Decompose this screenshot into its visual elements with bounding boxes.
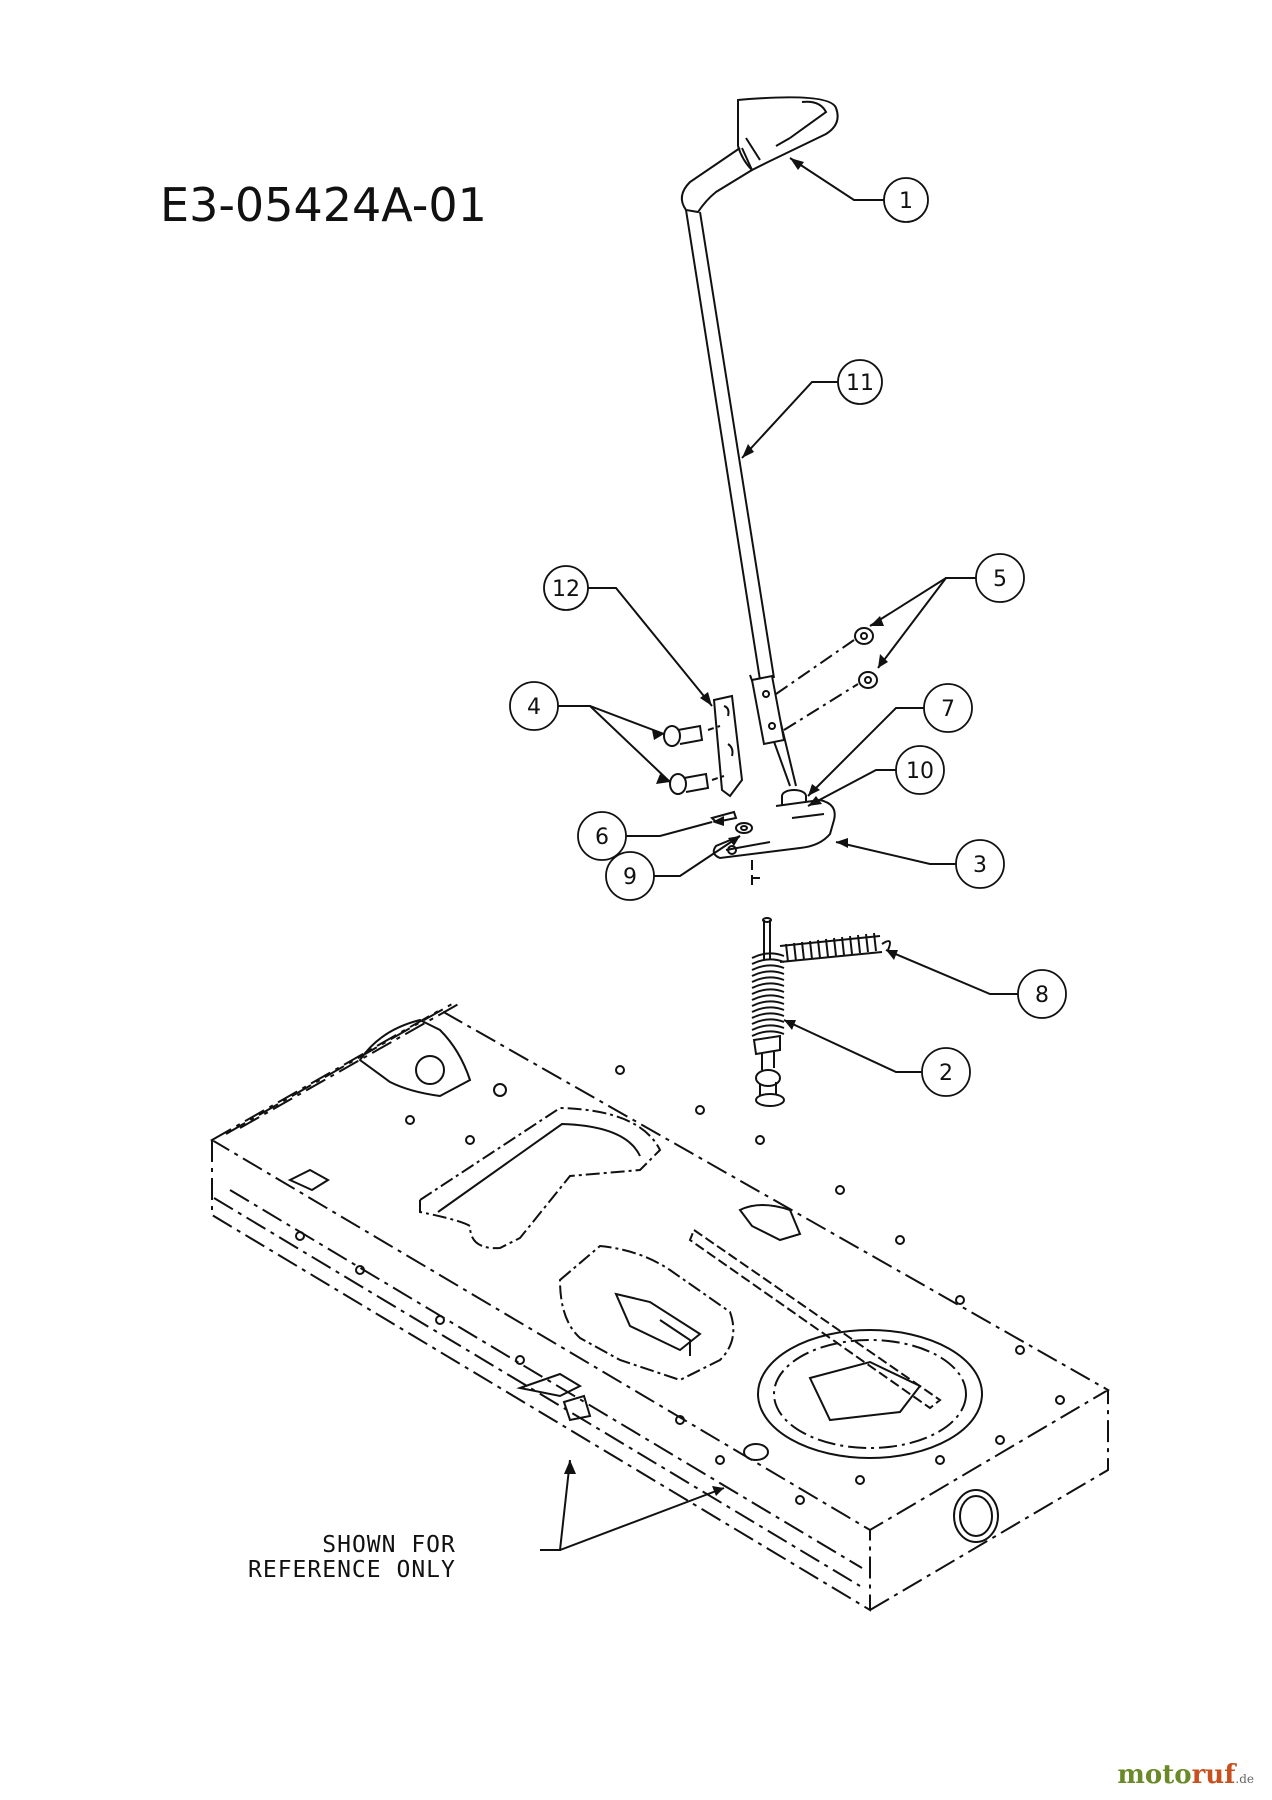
svg-text:1: 1: [899, 189, 913, 214]
callout-7: 7: [923, 683, 973, 733]
watermark-brand-b: ruf: [1191, 1760, 1236, 1790]
callout-11: 11: [837, 359, 883, 405]
callout-12: 12: [543, 565, 589, 611]
svg-text:10: 10: [906, 759, 934, 784]
svg-text:5: 5: [993, 567, 1007, 592]
reference-note-line-1: SHOWN FOR: [322, 1532, 456, 1558]
svg-text:6: 6: [595, 825, 609, 850]
handle-grip: [680, 96, 839, 214]
callout-8: 8: [1017, 969, 1067, 1019]
bracket-plate: [712, 694, 744, 798]
callouts: 1 11 5 12 4 7 10 6: [509, 177, 1067, 1097]
lever-rod: [685, 209, 797, 787]
watermark-tld: .de: [1235, 1772, 1254, 1786]
callout-6: 6: [577, 811, 627, 861]
callout-4: 4: [509, 681, 559, 731]
svg-text:11: 11: [846, 371, 874, 396]
callout-3: 3: [955, 839, 1005, 889]
watermark-logo: motoruf.de: [1117, 1760, 1254, 1790]
svg-text:8: 8: [1035, 983, 1049, 1008]
washer: [735, 822, 753, 834]
callout-5: 5: [975, 553, 1025, 603]
chassis-frame: [210, 1001, 1110, 1612]
watermark-brand-a: moto: [1117, 1760, 1192, 1790]
svg-text:3: 3: [973, 853, 987, 878]
callout-10: 10: [895, 745, 945, 795]
svg-text:9: 9: [623, 865, 637, 890]
carriage-bolts: [663, 724, 725, 795]
svg-text:4: 4: [527, 695, 541, 720]
callout-2: 2: [921, 1047, 971, 1097]
svg-text:7: 7: [941, 697, 955, 722]
callout-1: 1: [883, 177, 929, 223]
reference-note-line-2: REFERENCE ONLY: [248, 1557, 456, 1583]
callout-9: 9: [605, 851, 655, 901]
clevis-yoke: [712, 798, 836, 860]
lock-nuts: [775, 627, 878, 731]
extension-spring: [779, 932, 891, 963]
chassis-features: [287, 1018, 1065, 1543]
leader-lines: [540, 157, 1018, 1551]
svg-text:2: 2: [939, 1061, 953, 1086]
reference-note: SHOWN FOR REFERENCE ONLY: [248, 1533, 456, 1583]
compression-spring-assembly: [751, 952, 785, 1107]
svg-text:12: 12: [552, 577, 580, 602]
diagram-title: E3-05424A-01: [160, 178, 487, 232]
arrowheads: [564, 158, 898, 1496]
